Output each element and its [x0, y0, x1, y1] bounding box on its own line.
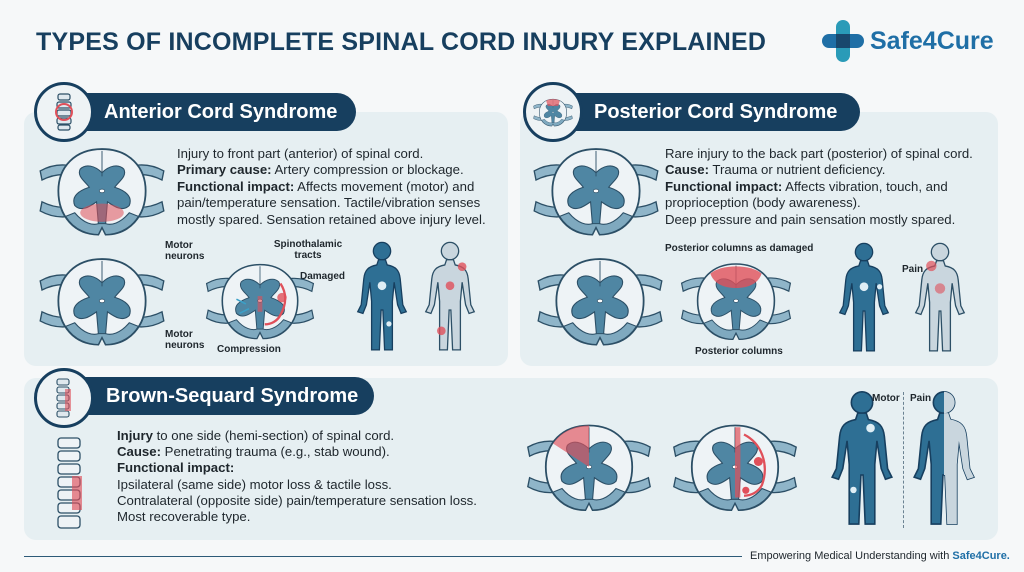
divider-dashed — [903, 392, 904, 528]
posterior-cord-1 — [532, 140, 660, 240]
posterior-title: Posterior Cord Syndrome — [594, 100, 838, 123]
anterior-line1: Injury to front part (anterior) of spina… — [177, 146, 424, 161]
injury-text: to one side (hemi-section) of spinal cor… — [152, 428, 395, 443]
cause-text: Artery compression or blockage. — [271, 162, 464, 178]
anterior-title: Anterior Cord Syndrome — [104, 100, 338, 123]
impact-text: Affects movement (motor) and pain/temper… — [177, 178, 486, 227]
brown-body-front — [830, 388, 894, 530]
posterior-heading: Posterior Cord Syndrome — [540, 93, 860, 131]
spine-icon — [34, 368, 94, 428]
brown-description: Injury to one side (hemi-section) of spi… — [117, 428, 527, 525]
body-figure-motor — [356, 238, 408, 356]
label-damaged: Damaged — [300, 271, 346, 282]
label-posterior-columns: Posterior columns — [695, 346, 783, 357]
brown-body-back — [912, 388, 976, 530]
impact-text: Affects vibration, touch, and propriocep… — [665, 178, 948, 211]
footer-brand: Safe4Cure. — [952, 550, 1010, 562]
brown-cord-tracts — [672, 416, 798, 516]
recoverable-text: Most recoverable type. — [117, 509, 251, 525]
impact-label: Functional impact: — [665, 178, 783, 194]
anterior-cord-normal — [38, 250, 166, 350]
anterior-heading: Anterior Cord Syndrome — [50, 93, 356, 131]
label-motor: Motor — [872, 393, 900, 404]
brand-name: Safe4Cure — [870, 26, 994, 55]
brown-title: Brown-Sequard Syndrome — [106, 384, 359, 407]
posterior-line4: Deep pressure and pain sensation mostly … — [665, 211, 956, 227]
body-figure-sensation — [424, 238, 476, 356]
label-motor-neurons-bottom: Motor neurons — [165, 329, 205, 351]
cause-label: Primary cause: — [177, 162, 272, 178]
posterior-body-sensation — [914, 240, 966, 356]
injury-label: Injury — [117, 428, 153, 443]
brown-heading: Brown-Sequard Syndrome — [52, 377, 374, 415]
posterior-cord-2 — [536, 250, 664, 350]
cause-label: Cause: — [665, 162, 709, 178]
ipsilateral-text: Ipsilateral (same side) motor loss & tac… — [117, 476, 392, 492]
label-posterior-damaged: Posterior columns as damaged — [665, 243, 814, 254]
label-spinothalamic: Spinothalamic tracts — [273, 239, 343, 261]
cord-section-icon — [523, 82, 583, 142]
anterior-description: Injury to front part (anterior) of spina… — [177, 146, 507, 228]
label-pain: Pain — [902, 264, 924, 275]
posterior-description: Rare injury to the back part (posterior)… — [665, 146, 995, 228]
cause-text: Trauma or nutrient deficiency. — [708, 162, 886, 178]
label-motor-neurons-top: Motor neurons — [165, 240, 205, 262]
anterior-cord-detail — [205, 252, 315, 348]
label-compression: Compression — [217, 344, 281, 355]
impact-label: Functional impact: — [117, 460, 235, 476]
footer-text: Empowering Medical Understanding with — [750, 550, 953, 562]
brand-logo: Safe4Cure — [820, 18, 994, 64]
contralateral-text: Contralateral (opposite side) pain/tempe… — [117, 492, 477, 508]
page-title: TYPES OF INCOMPLETE SPINAL CORD INJURY E… — [36, 28, 767, 56]
spine-column-illustration — [57, 437, 82, 529]
footer-divider — [24, 556, 742, 557]
medical-cross-icon — [822, 20, 864, 62]
spine-icon — [34, 82, 94, 142]
impact-label: Functional impact: — [177, 178, 295, 194]
label-pain: Pain — [910, 393, 932, 404]
footer-tagline: Empowering Medical Understanding with Sa… — [750, 550, 1010, 562]
anterior-cord-damaged — [38, 140, 166, 240]
posterior-line1: Rare injury to the back part (posterior)… — [665, 146, 973, 161]
posterior-cord-damaged — [678, 256, 794, 344]
cause-text: Penetrating trauma (e.g., stab wound). — [160, 444, 390, 460]
brown-cord-hemisection — [526, 416, 652, 516]
cause-label: Cause: — [117, 444, 161, 460]
posterior-body-motor — [838, 240, 890, 356]
